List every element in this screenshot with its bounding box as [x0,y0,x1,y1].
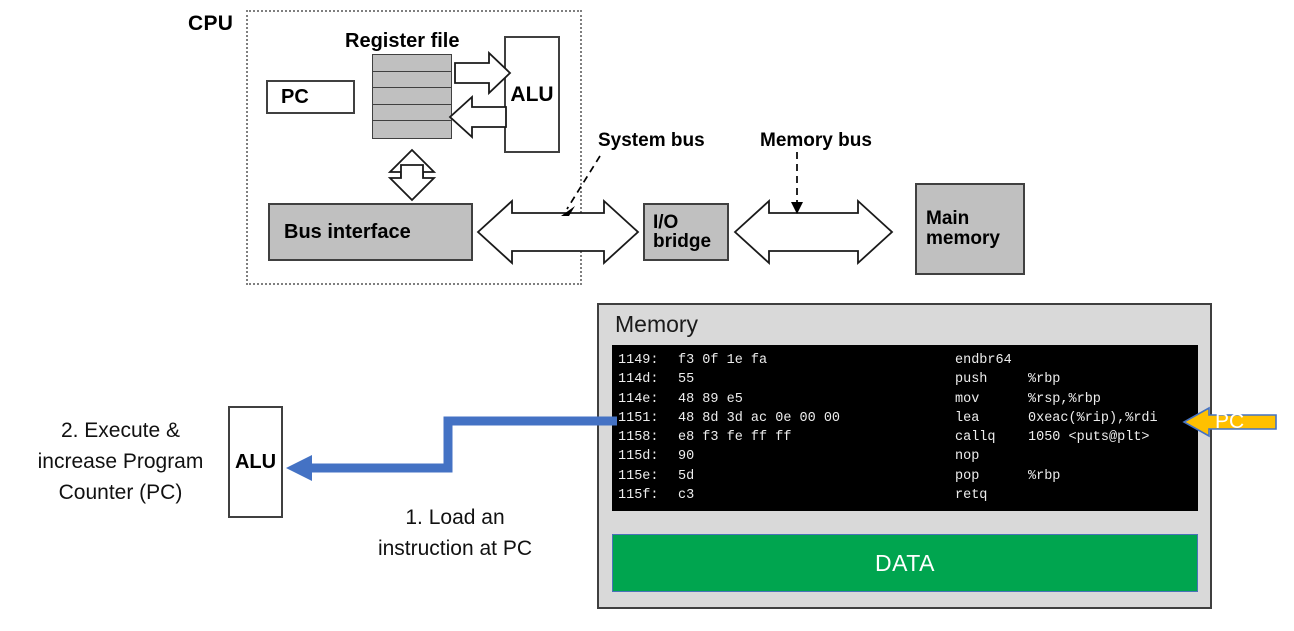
alu-box: ALU [504,36,560,153]
instruction-mnemonic: pop [955,468,980,484]
instruction-address: 114d: [618,372,659,388]
instruction-address: 115f: [618,488,659,504]
instruction-address: 115d: [618,449,659,465]
main-memory-box: Main memory [915,183,1025,275]
bus-interface-label: Bus interface [284,220,411,243]
instruction-address: 1151: [618,410,659,426]
io-bridge-label-line2: bridge [653,231,712,252]
main-memory-label-line2: memory [926,228,1000,249]
instruction-operands: 0xeac(%rip),%rdi [1028,410,1158,426]
bus-interface-box: Bus interface [268,203,473,261]
alu-execute-box: ALU [228,406,283,518]
instruction-bytes: 48 8d 3d ac 0e 00 00 [678,410,841,426]
regfile-bus-double-arrow-down [387,164,437,202]
system-bus-double-arrow [476,198,640,266]
instruction-mnemonic: callq [955,430,996,446]
register-row [373,72,451,89]
regfile-to-alu-arrow [454,50,512,96]
instruction-mnemonic: mov [955,391,980,407]
instruction-bytes: c3 [678,488,695,504]
alu-label: ALU [510,82,554,106]
main-memory-label-line1: Main [926,208,970,230]
system-bus-leader-arrowhead [561,206,575,216]
step-1-caption: 1. Load an instruction at PC [340,502,570,564]
instruction-address: 1149: [618,353,659,368]
instruction-operands: %rsp,%rbp [1028,391,1101,407]
cpu-label: CPU [188,12,234,35]
load-instruction-arrow [305,416,617,473]
instruction-bytes: 48 89 e5 [678,391,743,407]
instruction-bytes: f3 0f 1e fa [678,353,768,368]
instruction-bytes: 5d [678,468,695,484]
pc-pointer-label: PC [1215,410,1245,433]
alu-to-regfile-arrow [448,94,507,140]
memory-bus-label: Memory bus [760,130,872,151]
step-2-line-1: 2. Execute & [60,419,181,442]
instruction-operands: %rbp [1028,468,1061,484]
alu-execute-label: ALU [234,450,277,473]
instruction-mnemonic: lea [955,410,980,426]
instruction-address: 1158: [618,430,659,446]
cpu-boundary [246,10,582,285]
memory-bus-double-arrow [733,198,894,266]
register-row [373,55,451,72]
instruction-operands: 1050 <puts@plt> [1028,430,1150,446]
memory-panel-title: Memory [615,311,699,337]
instruction-mnemonic: retq [955,488,988,504]
data-segment-label: DATA [875,549,935,576]
disassembly-line: 114e: 48 89 e5 mov %rsp,%rbp [612,390,1198,409]
instruction-address: 114e: [618,391,659,407]
step-1-line-1: 1. Load an [405,506,505,529]
pc-register-label: PC [281,85,309,108]
disassembly-line: 115f: c3 retq [612,486,1198,505]
register-file-label: Register file [345,30,460,52]
instruction-bytes: 90 [678,449,695,465]
io-bridge-box: I/O bridge [643,203,729,261]
disassembly-line: 1151: 48 8d 3d ac 0e 00 00 lea 0xeac(%rip),… [612,409,1198,428]
instruction-bytes: 55 [678,372,695,388]
load-instruction-arrowhead [286,455,312,481]
system-bus-label: System bus [598,130,705,151]
io-bridge-label-line1: I/O [653,211,679,233]
data-segment-bar: DATA [612,534,1198,592]
register-row [373,88,451,105]
pc-register-box: PC [266,80,355,114]
disassembly-line: 1149: f3 0f 1e fa endbr64 [612,351,1198,370]
instruction-mnemonic: nop [955,449,980,465]
register-row [373,105,451,122]
instruction-mnemonic: endbr64 [955,353,1012,368]
instruction-address: 115e: [618,468,659,484]
instruction-mnemonic: push [955,372,988,388]
instruction-operands: %rbp [1028,372,1061,388]
step-2-line-3: Counter (PC) [58,481,183,504]
disassembly-line: 115e: 5d pop %rbp [612,467,1198,486]
instruction-bytes: e8 f3 fe ff ff [678,430,792,446]
register-file-stack [372,54,452,139]
memory-bus-leader-arrowhead [791,202,803,214]
disassembly-line: 114d: 55 push %rbp [612,370,1198,389]
step-1-line-2: instruction at PC [377,537,533,560]
pc-pointer-arrow [1182,406,1277,438]
system-bus-leader [566,155,601,210]
step-2-line-2: increase Program [37,450,204,473]
disassembly-line: 115d: 90 nop [612,447,1198,466]
disassembly-line: 1158: e8 f3 fe ff ff callq 1050 <puts@plt> [612,428,1198,447]
step-2-caption: 2. Execute & increase Program Counter (P… [18,415,223,508]
